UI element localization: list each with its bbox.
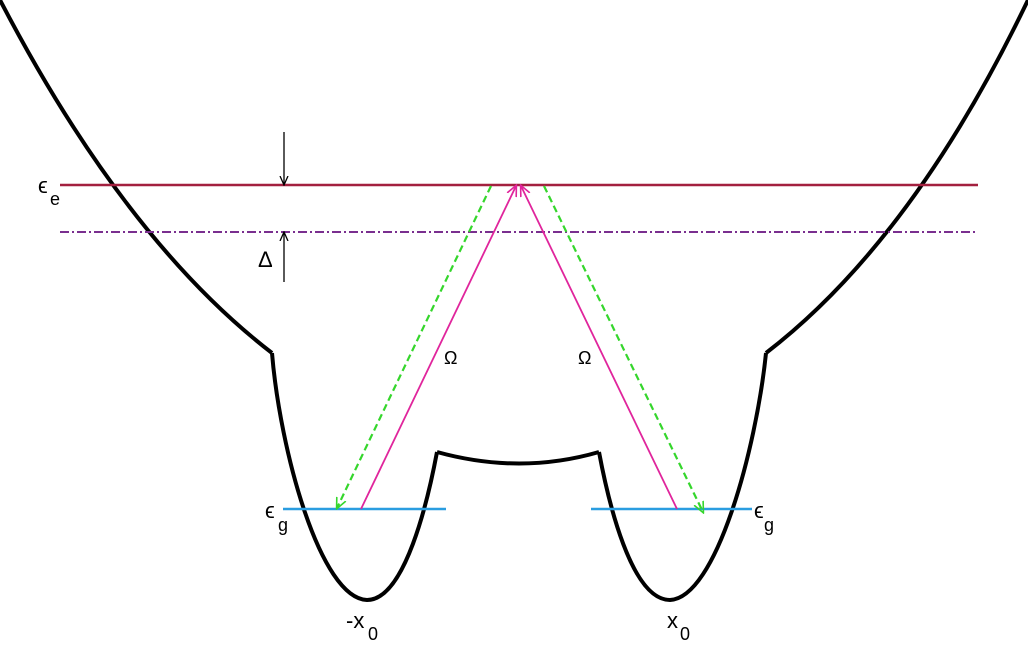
rabi-label-left: Ω xyxy=(444,348,457,368)
pump-arrow-left xyxy=(360,186,516,510)
left-minimum-label-sub: 0 xyxy=(368,624,378,644)
pump-arrow-right xyxy=(521,186,678,510)
upper-potential-right xyxy=(764,0,1028,355)
right-minimum-label-sub: 0 xyxy=(680,624,690,644)
decay-arrow-left xyxy=(337,185,492,508)
left-minimum-label: -x xyxy=(346,608,364,633)
ground-level-left-label: ϵ xyxy=(265,498,275,523)
right-well xyxy=(597,352,768,603)
excited-level-label: ϵ xyxy=(38,173,48,198)
excited-level-label-sub: e xyxy=(50,189,60,209)
ground-level-left-label-sub: g xyxy=(278,515,288,535)
rabi-label-right: Ω xyxy=(578,348,591,368)
decay-arrow-right xyxy=(543,185,703,512)
ground-level-right-label-sub: g xyxy=(764,515,774,535)
upper-potential-left xyxy=(0,0,274,355)
detuning-label: Δ xyxy=(258,247,273,272)
barrier xyxy=(436,450,600,466)
right-minimum-label: x xyxy=(667,608,678,633)
left-well xyxy=(270,352,439,603)
ground-level-right-label: ϵ xyxy=(754,498,764,523)
